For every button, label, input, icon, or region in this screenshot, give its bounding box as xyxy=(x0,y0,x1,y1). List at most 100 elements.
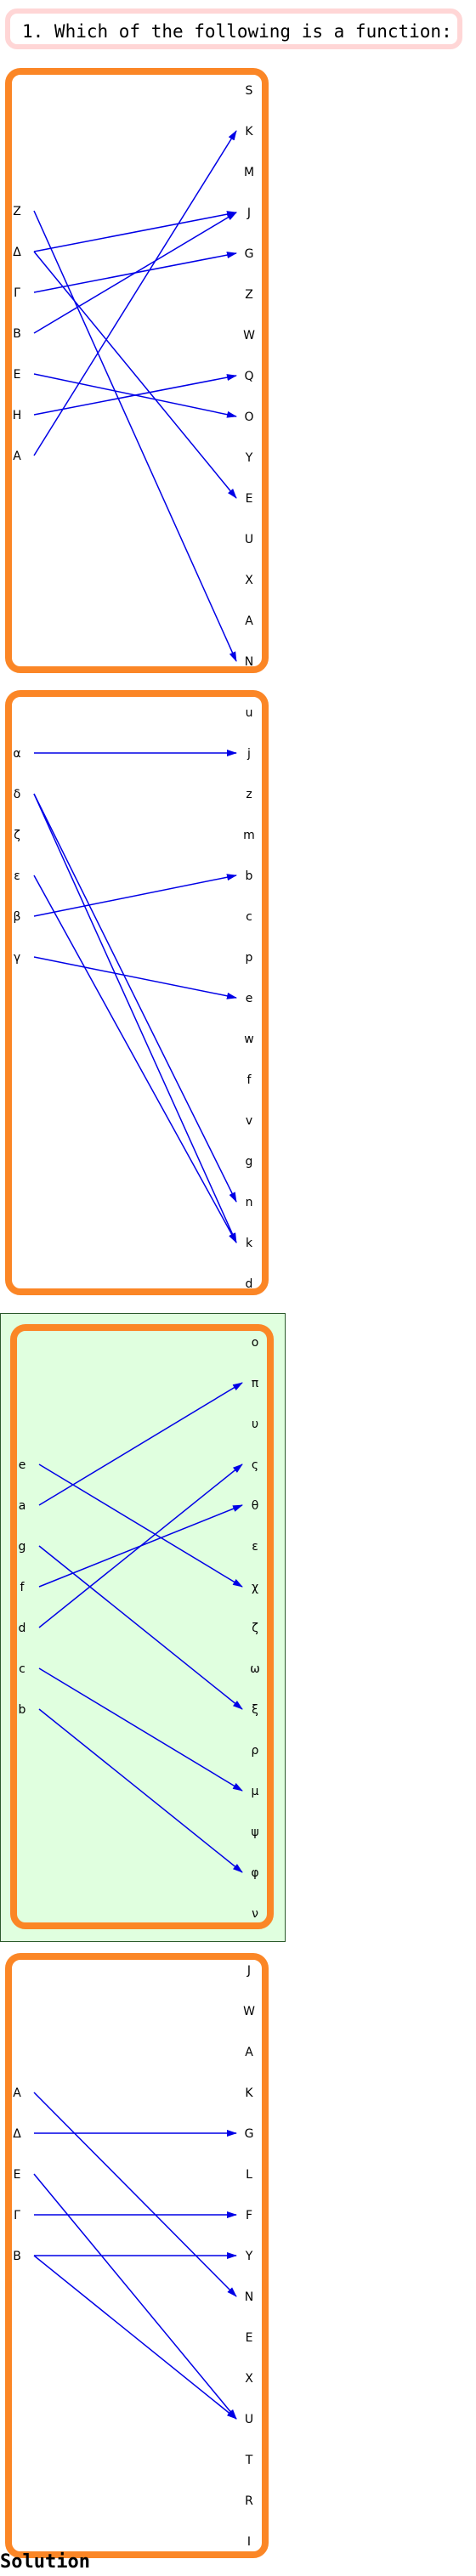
codomain-label: G xyxy=(245,2127,254,2141)
codomain-label: J xyxy=(246,1964,251,1978)
codomain-label: K xyxy=(245,125,253,139)
domain-label: δ xyxy=(14,788,21,801)
codomain-label: Y xyxy=(245,451,253,465)
domain-label: Γ xyxy=(14,2209,20,2222)
codomain-label: U xyxy=(245,2413,253,2426)
domain-label: β xyxy=(14,910,21,924)
codomain-label: A xyxy=(245,2046,253,2059)
codomain-label: N xyxy=(245,2290,253,2304)
domain-label: A xyxy=(13,2086,21,2100)
codomain-label: z xyxy=(246,788,252,801)
domain-label: g xyxy=(19,1540,26,1554)
question-text: 1. Which of the following is a function: xyxy=(22,21,452,42)
domain-label: A xyxy=(13,450,21,463)
domain-label: B xyxy=(13,327,21,341)
mapping-arrow xyxy=(38,1382,243,1506)
codomain-label: X xyxy=(245,2372,253,2386)
codomain-label: G xyxy=(245,247,254,261)
codomain-label: φ xyxy=(251,1866,258,1880)
mapping-arrow xyxy=(33,212,237,334)
domain-label: B xyxy=(13,2250,21,2263)
codomain-label: W xyxy=(243,2005,255,2018)
codomain-label: R xyxy=(245,2494,253,2508)
option-4-frame[interactable] xyxy=(5,1953,269,2558)
codomain-label: g xyxy=(246,1155,253,1169)
selected-answer-highlight xyxy=(0,1313,286,1942)
codomain-label: υ xyxy=(252,1418,258,1431)
codomain-label: E xyxy=(246,492,253,506)
option-1-frame[interactable] xyxy=(5,68,269,673)
mapping-arrow xyxy=(33,130,237,456)
codomain-label: ε xyxy=(252,1540,258,1554)
codomain-label: n xyxy=(246,1196,253,1209)
codomain-label: M xyxy=(244,166,254,179)
codomain-label: Z xyxy=(245,288,253,302)
codomain-label: S xyxy=(246,84,253,98)
mapping-arrow xyxy=(33,251,237,499)
mapping-arrow xyxy=(38,1464,243,1588)
domain-label: Z xyxy=(13,205,21,218)
codomain-label: ξ xyxy=(252,1703,258,1717)
codomain-label: N xyxy=(245,655,253,669)
codomain-label: ρ xyxy=(252,1744,259,1758)
codomain-label: X xyxy=(245,574,253,587)
codomain-label: ς xyxy=(252,1458,258,1472)
domain-label: E xyxy=(14,2168,21,2182)
codomain-label: u xyxy=(246,706,253,720)
codomain-label: Y xyxy=(245,2250,253,2263)
codomain-label: c xyxy=(246,910,252,924)
codomain-label: W xyxy=(243,329,255,343)
codomain-label: j xyxy=(246,747,251,761)
mapping-arrow xyxy=(33,956,237,999)
codomain-label: v xyxy=(246,1114,252,1128)
mapping-arrow xyxy=(33,875,237,1243)
codomain-label: e xyxy=(246,992,253,1005)
codomain-label: I xyxy=(247,2535,251,2549)
domain-label: Δ xyxy=(13,2127,21,2141)
domain-label: a xyxy=(19,1499,26,1513)
codomain-label: π xyxy=(252,1377,259,1390)
codomain-label: F xyxy=(246,2209,252,2222)
domain-label: c xyxy=(19,1662,26,1676)
domain-label: d xyxy=(19,1622,26,1635)
domain-label: Γ xyxy=(14,286,20,300)
codomain-label: L xyxy=(246,2168,252,2182)
codomain-label: f xyxy=(247,1073,252,1087)
mapping-arrow xyxy=(38,1464,243,1628)
mapping-arrow xyxy=(33,211,237,252)
codomain-label: θ xyxy=(252,1499,259,1513)
codomain-label: K xyxy=(245,2086,253,2100)
option-2-frame[interactable] xyxy=(5,690,269,1295)
mapping-arrow xyxy=(33,2173,237,2420)
domain-label: f xyxy=(20,1581,26,1594)
codomain-label: J xyxy=(246,207,251,220)
codomain-label: ν xyxy=(252,1907,258,1921)
mapping-arrow xyxy=(38,1667,243,1792)
codomain-label: U xyxy=(245,533,253,546)
codomain-label: μ xyxy=(252,1785,259,1798)
mapping-arrow xyxy=(33,210,237,662)
domain-label: Δ xyxy=(13,246,21,259)
codomain-label: m xyxy=(243,829,255,842)
domain-label: e xyxy=(19,1458,26,1472)
mapping-arrow xyxy=(33,2092,237,2297)
codomain-label: ψ xyxy=(251,1826,258,1839)
mapping-arrow xyxy=(33,874,237,917)
codomain-label: k xyxy=(246,1237,253,1250)
mapping-arrow xyxy=(33,793,237,1243)
domain-label: E xyxy=(14,368,21,382)
mapping-arrow xyxy=(38,1708,243,1873)
codomain-label: E xyxy=(246,2331,253,2345)
codomain-label: A xyxy=(245,614,253,628)
codomain-label: o xyxy=(252,1336,259,1350)
option-3-frame[interactable] xyxy=(10,1324,274,1929)
codomain-label: b xyxy=(246,869,253,883)
domain-label: H xyxy=(13,409,22,422)
question-box: 1. Which of the following is a function: xyxy=(5,8,462,49)
domain-label: α xyxy=(13,747,20,761)
